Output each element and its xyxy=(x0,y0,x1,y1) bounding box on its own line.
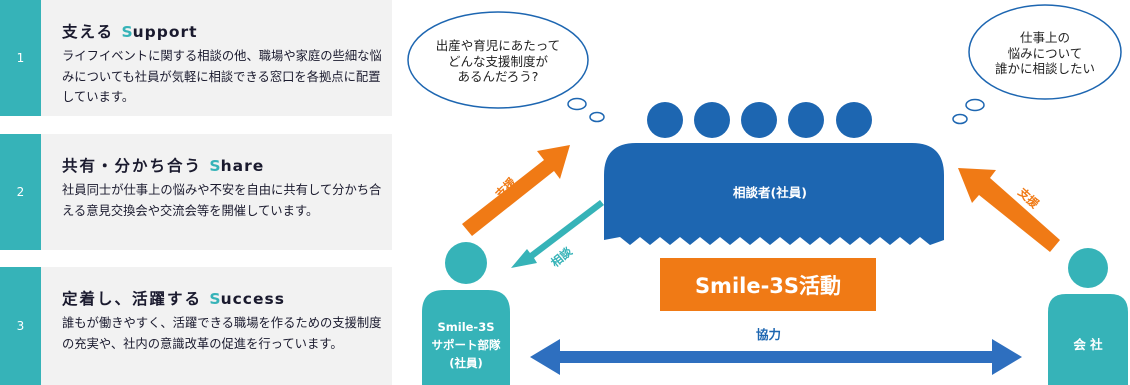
title-initial: S xyxy=(121,23,133,41)
cooperation-label: 協力 xyxy=(756,327,782,342)
support-arrow-right xyxy=(958,168,1060,252)
thought-bubble-right xyxy=(952,4,1122,125)
bubble-left-line: あるんだろう? xyxy=(457,69,539,84)
diagram-graphics xyxy=(407,4,1128,385)
title-initial: S xyxy=(209,290,221,308)
title-initial: S xyxy=(209,157,221,175)
cooperation-arrow xyxy=(530,339,1022,375)
support-team-person xyxy=(422,242,510,385)
item-title: 定着し、活躍する Success xyxy=(62,287,285,309)
list-item-share: 2 共有・分かち合う Share 社員同士が仕事上の悩みや不安を自由に共有して分… xyxy=(0,134,392,250)
bubble-left-line: 出産や育児にあたって xyxy=(435,38,561,53)
smile-3s-diagram: 出産や育児にあたって どんな支援制度が あるんだろう? 仕事上の 悩みについて … xyxy=(400,0,1130,385)
bubble-right-line: 悩みについて xyxy=(1007,45,1083,61)
smile-3s-list: 1 支える Support ライフイベントに関する相談の他、職場や家庭の些細な悩… xyxy=(0,0,392,385)
item-number: 1 xyxy=(0,0,41,116)
item-number: 3 xyxy=(0,267,41,385)
list-item-success: 3 定着し、活躍する Success 誰もが働きやすく、活躍できる職場を作るため… xyxy=(0,267,392,385)
support-arrow-left xyxy=(462,145,570,236)
bubble-right-line: 誰かに相談したい xyxy=(994,61,1095,76)
title-rest: hare xyxy=(220,157,265,175)
bubble-left-line: どんな支援制度が xyxy=(447,53,548,69)
title-jp: 共有・分かち合う xyxy=(62,157,210,175)
thought-bubble-left xyxy=(407,11,605,123)
support-team-label-line: Smile-3S xyxy=(437,320,495,334)
company-person xyxy=(1048,248,1128,385)
item-number: 2 xyxy=(0,134,41,250)
title-jp: 支える xyxy=(62,23,122,41)
consult-arrow xyxy=(511,200,604,268)
company-label: 会 社 xyxy=(1073,337,1103,352)
consultees-group xyxy=(604,102,944,245)
support-team-label: Smile-3S サポート部隊 (社員) xyxy=(422,318,510,372)
title-rest: upport xyxy=(132,23,198,41)
consultees-label: 相談者(社員) xyxy=(733,185,807,200)
activity-box xyxy=(660,258,876,311)
title-jp: 定着し、活躍する xyxy=(62,290,210,308)
item-description: 誰もが働きやすく、活躍できる職場を作るための支援制度の充実や、社内の意識改革の促… xyxy=(62,316,382,351)
support-team-label-line: サポート部隊 xyxy=(431,338,501,352)
list-item-support: 1 支える Support ライフイベントに関する相談の他、職場や家庭の些細な悩… xyxy=(0,0,392,116)
item-title: 共有・分かち合う Share xyxy=(62,154,264,176)
bubble-left-text: 出産や育児にあたって どんな支援制度が あるんだろう? xyxy=(430,38,566,85)
item-description: 社員同士が仕事上の悩みや不安を自由に共有して分かち合える意見交換会や交流会等を開… xyxy=(62,183,382,218)
bubble-right-line: 仕事上の xyxy=(1019,30,1070,45)
item-title: 支える Support xyxy=(62,20,198,42)
activity-label: Smile-3S活動 xyxy=(694,274,842,298)
item-description: ライフイベントに関する相談の他、職場や家庭の些細な悩みについても社員が気軽に相談… xyxy=(62,49,382,104)
title-rest: uccess xyxy=(220,290,285,308)
support-team-label-line: (社員) xyxy=(449,356,483,370)
bubble-right-text: 仕事上の 悩みについて 誰かに相談したい xyxy=(985,30,1105,77)
